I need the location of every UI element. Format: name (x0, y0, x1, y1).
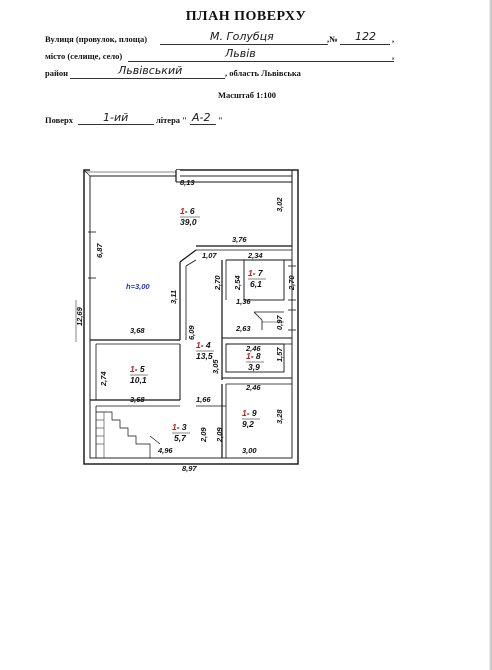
letter-close: " (218, 115, 223, 125)
room-num: - 8 (251, 351, 261, 361)
dim-097: 0,97 (275, 315, 284, 330)
scale-text: Масштаб 1:100 (218, 90, 276, 100)
dim-107: 1,07 (202, 251, 217, 260)
dim-246b: 2,46 (245, 383, 261, 392)
dim-328: 3,28 (275, 409, 284, 424)
letter-label: літера " (156, 115, 187, 125)
dim-263: 2,63 (235, 324, 251, 333)
room-prefix: 1 (246, 351, 251, 361)
letter-value: А-2 (192, 111, 211, 124)
dim-311: 3,11 (169, 290, 178, 304)
number-value: 122 (355, 30, 376, 43)
room-area: 13,5 (196, 351, 213, 361)
room-area: 9,2 (242, 419, 254, 429)
room-1-8: 1- 8 3,9 (246, 351, 264, 372)
city-underline (128, 61, 394, 62)
room-num: - 4 (201, 340, 211, 350)
ceiling-height: h=3,00 (126, 282, 150, 291)
dim-246a: 2,46 (245, 344, 261, 353)
room-1-3: 1- 3 5,7 (172, 422, 190, 443)
room-area: 6,1 (250, 279, 262, 289)
room-num: - 6 (185, 206, 195, 216)
dim-609: 6,09 (187, 325, 196, 340)
dim-270b: 2,70 (287, 275, 296, 291)
city-comma: , (392, 51, 395, 61)
dim-496: 4,96 (157, 446, 173, 455)
street-value: М. Голубця (210, 30, 274, 43)
city-label: місто (селище, село) (45, 51, 123, 61)
dim-166: 1,66 (196, 395, 211, 404)
svg-text:1- 7: 1- 7 (248, 268, 264, 278)
dim-300: 3,00 (242, 446, 257, 455)
dim-157: 1,57 (275, 347, 284, 362)
svg-text:1- 3: 1- 3 (172, 422, 187, 432)
dim-overall-height: 12,69 (75, 306, 84, 326)
street-underline (160, 44, 328, 45)
page-title: ПЛАН ПОВЕРХУ (185, 9, 307, 24)
dim-368a: 3,68 (130, 326, 145, 335)
city-value: Львів (225, 47, 256, 60)
room-num: - 7 (253, 268, 264, 278)
svg-text:1- 4: 1- 4 (196, 340, 211, 350)
room-area: 10,1 (130, 375, 147, 385)
letter-underline (190, 124, 216, 125)
dim-209b: 2,09 (215, 427, 224, 443)
outer-wall-inner (89, 175, 293, 459)
floor-underline (78, 124, 154, 125)
room-prefix: 1 (130, 364, 135, 374)
floor-label: Поверх (45, 115, 73, 125)
room-prefix: 1 (242, 408, 247, 418)
district-underline (70, 78, 225, 79)
street-label: Вулиця (провулок, площа) (45, 34, 148, 44)
room-1-5: 1- 5 10,1 (130, 364, 148, 385)
dim-254: 2,54 (233, 275, 242, 291)
room-num: - 5 (135, 364, 145, 374)
dim-top: 8,13 (180, 178, 195, 187)
room-num: - 3 (177, 422, 187, 432)
dim-right-upper: 3,02 (275, 197, 284, 212)
dim-209a: 2,09 (199, 427, 208, 443)
svg-text:1- 5: 1- 5 (130, 364, 145, 374)
room-1-6: 1- 6 39,0 (180, 206, 200, 227)
room-num: - 9 (247, 408, 257, 418)
page-edge-shadow (489, 0, 492, 670)
dim-136: 1,36 (236, 297, 251, 306)
district-value: Львівський (118, 64, 183, 77)
room-prefix: 1 (196, 340, 201, 350)
number-underline (340, 44, 390, 45)
dim-270a: 2,70 (213, 275, 222, 291)
region-text: , область Львівська (225, 68, 301, 78)
dim-bottom: 8,97 (182, 464, 197, 473)
dim-234: 2,34 (247, 251, 263, 260)
dim-left-height: 6,87 (95, 243, 104, 258)
room-area: 39,0 (180, 217, 197, 227)
room-area: 3,9 (248, 362, 260, 372)
room-prefix: 1 (172, 422, 177, 432)
floor-value: 1-ий (103, 111, 129, 124)
svg-text:1- 6: 1- 6 (180, 206, 195, 216)
svg-text:1- 8: 1- 8 (246, 351, 261, 361)
number-comma: , (392, 34, 395, 44)
dim-368b: 3,68 (130, 395, 145, 404)
room-area: 5,7 (174, 433, 187, 443)
district-label: район (45, 68, 69, 78)
number-label: ,№ (327, 34, 338, 44)
dim-305: 3,05 (211, 359, 220, 374)
svg-text:1- 9: 1- 9 (242, 408, 257, 418)
dim-376: 3,76 (232, 235, 247, 244)
room-prefix: 1 (180, 206, 185, 216)
room-1-7: 1- 7 6,1 (248, 268, 266, 289)
room-prefix: 1 (248, 268, 253, 278)
room-1-9: 1- 9 9,2 (242, 408, 260, 429)
room-1-4: 1- 4 13,5 (196, 340, 214, 361)
dim-274: 2,74 (99, 371, 108, 387)
